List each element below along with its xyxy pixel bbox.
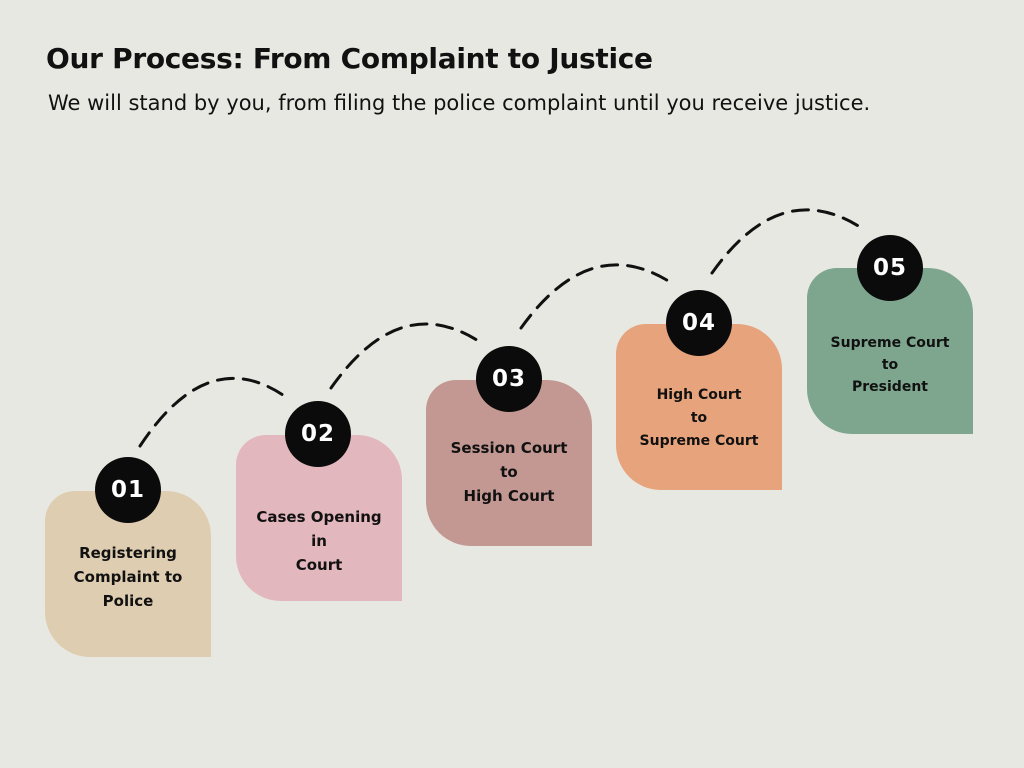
step-label-line: Complaint to	[73, 568, 183, 586]
step-label-line: Registering	[79, 544, 177, 562]
step-label-line: to	[881, 357, 899, 373]
step-number-badge-4: 04	[666, 290, 732, 356]
connector-1-2	[138, 376, 292, 448]
step-label-line: High Court	[463, 487, 555, 505]
step-label-line: in	[311, 532, 327, 550]
connector-2-3	[329, 322, 482, 390]
step-label-1: Registering Complaint to Police	[45, 541, 211, 613]
step-number-badge-5: 05	[857, 235, 923, 301]
step-label-5: Supreme Court to President	[807, 332, 973, 398]
step-label-line: to	[500, 463, 518, 481]
step-card-5: Supreme Court to President	[807, 268, 973, 434]
step-number-badge-1: 01	[95, 457, 161, 523]
connector-4-5	[710, 208, 862, 275]
step-label-line: High Court	[656, 387, 742, 403]
step-label-4: High Court to Supreme Court	[616, 384, 782, 453]
step-label-line: Session Court	[450, 439, 568, 457]
step-label-line: Supreme Court	[830, 335, 950, 351]
connector-3-4	[519, 263, 672, 330]
step-label-line: President	[852, 379, 928, 395]
step-label-line: Court	[295, 556, 343, 574]
page-title: Our Process: From Complaint to Justice	[46, 42, 653, 75]
step-label-line: Supreme Court	[639, 433, 759, 449]
step-label-line: Cases Opening	[256, 508, 382, 526]
step-card-1: Registering Complaint to Police	[45, 491, 211, 657]
step-number-badge-2: 02	[285, 401, 351, 467]
step-number-badge-3: 03	[476, 346, 542, 412]
step-card-2: Cases Opening in Court	[236, 435, 402, 601]
step-label-line: Police	[102, 592, 154, 610]
step-label-3: Session Court to High Court	[426, 436, 592, 508]
step-label-line: to	[690, 410, 708, 426]
page-subtitle: We will stand by you, from filing the po…	[48, 91, 871, 115]
step-label-2: Cases Opening in Court	[236, 505, 402, 577]
